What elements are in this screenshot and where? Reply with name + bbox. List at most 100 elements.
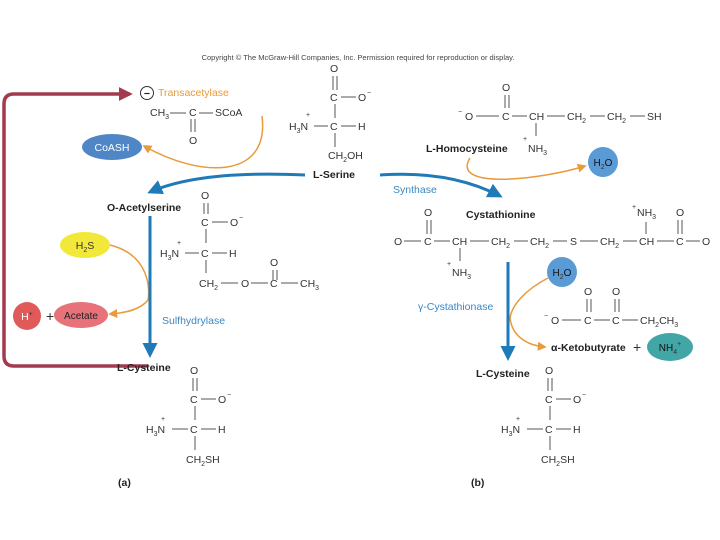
acetate-release-arrow [108,299,149,319]
svg-text:+: + [632,204,636,211]
svg-text:O: O [573,394,581,406]
svg-text:H3N: H3N [501,424,520,438]
svg-text:NH3: NH3 [637,207,656,221]
cysteine-structure-b: O C O − C + H3N H CH2SH [501,365,586,468]
panel-b-label: (b) [471,477,484,489]
svg-text:O: O [270,257,278,269]
svg-text:C: C [502,111,510,123]
svg-text:SH: SH [647,111,662,123]
serine-name: L-Serine [313,169,355,181]
svg-text:O: O [190,365,198,377]
coash-label: CoASH [94,142,129,154]
svg-text:C: C [189,107,197,119]
o-acetylserine-name: O-Acetylserine [107,202,181,214]
svg-text:CH3: CH3 [300,278,319,292]
svg-text:O: O [201,190,209,202]
svg-text:CH2: CH2 [199,278,218,292]
h2s-badge [60,232,110,258]
svg-text:H3N: H3N [160,248,179,262]
water-badge-synthase [588,147,618,177]
svg-text:H: H [218,424,226,436]
svg-text:C: C [545,424,553,436]
svg-text:O: O [394,236,402,248]
ammonium-label: NH4+ [659,341,681,356]
h-ion-badge [13,302,41,330]
transacetylase-label: Transacetylase [158,87,229,99]
svg-text:C: C [201,217,209,229]
serine-structure: O C O − C + H3N H CH2OH [289,63,371,164]
svg-text:CH2: CH2 [607,111,626,125]
svg-text:CH2: CH2 [567,111,586,125]
ketobutyrate-name: α-Ketobutyrate [551,342,626,354]
svg-text:NH3: NH3 [452,267,471,281]
svg-text:CH2SH: CH2SH [186,454,220,468]
inhibition-symbol [140,86,154,100]
svg-text:−: − [544,313,548,320]
cystathionine-name: Cystathionine [466,209,536,221]
svg-text:O: O [218,394,226,406]
svg-text:C: C [190,394,198,406]
water-input-arrow [509,277,549,319]
feedback-inhibition-arrow [2,87,148,368]
cysteine-name-a: L-Cysteine [117,362,171,374]
svg-text:C: C [424,236,432,248]
homocysteine-name: L-Homocysteine [426,143,508,155]
water-label-synthase: H2O [594,158,613,171]
svg-text:−: − [458,109,462,116]
svg-text:O: O [241,278,249,290]
homocysteine-structure: O − O C CH CH2 CH2 SH + NH3 [458,82,662,157]
cysteine-name-b: L-Cysteine [476,368,530,380]
ketobutyrate-structure: O O − O C C CH2CH3 [544,286,678,329]
cystathionine-structure: O O C CH CH2 CH2 S CH2 CH C O O + NH3 + … [394,204,710,281]
plus-sign-h-acetate: + [46,308,54,324]
acetyl-coa-structure: CH3 C SCoA O [150,107,242,147]
svg-text:O: O [676,207,684,219]
svg-text:C: C [584,315,592,327]
svg-text:CH2SH: CH2SH [541,454,575,468]
svg-text:C: C [270,278,278,290]
sulfhydrylase-label: Sulfhydrylase [162,315,225,327]
cystathionase-label: γ-Cystathionase [418,301,493,313]
svg-text:SCoA: SCoA [215,107,242,119]
ammonium-badge [647,333,693,361]
svg-text:O: O [330,63,338,75]
coash-badge [82,134,142,160]
svg-text:O: O [189,135,197,147]
svg-text:S: S [570,236,577,248]
svg-text:H3N: H3N [289,121,308,135]
svg-text:C: C [330,121,338,133]
svg-text:H: H [358,121,366,133]
inhibition-minus-sign: − [144,88,150,100]
serine-to-cystathionine-arrow [379,172,503,198]
o-acetylserine-structure: O C O − C + H3N H CH2 O C O CH3 [160,190,319,292]
svg-text:CH3: CH3 [150,107,169,121]
h2s-input-arrow [109,244,150,301]
svg-text:O: O [358,92,366,104]
svg-text:CH: CH [529,111,544,123]
svg-text:−: − [367,90,371,97]
panel-a-label: (a) [118,477,131,489]
svg-text:CH2OH: CH2OH [328,150,363,164]
svg-text:NH3: NH3 [528,143,547,157]
h-ion-label: H+ [21,311,33,323]
svg-text:CH: CH [452,236,467,248]
svg-text:O: O [230,217,238,229]
synthase-label: Synthase [393,184,437,196]
water-badge-cystathionase [547,257,577,287]
acetate-badge [54,302,108,328]
svg-text:+: + [306,112,310,119]
svg-text:CH2CH3: CH2CH3 [640,315,678,329]
svg-text:CH2: CH2 [530,236,549,250]
svg-text:+: + [447,261,451,268]
svg-text:+: + [161,416,165,423]
copyright-notice: Copyright © The McGraw-Hill Companies, I… [202,53,515,62]
acetate-label: Acetate [64,311,98,322]
water-label-cystathionase: H2O [553,268,572,281]
svg-text:+: + [516,416,520,423]
svg-text:−: − [227,392,231,399]
svg-text:+: + [177,240,181,247]
svg-text:−: − [582,392,586,399]
svg-text:O: O [424,207,432,219]
svg-text:H3N: H3N [146,424,165,438]
